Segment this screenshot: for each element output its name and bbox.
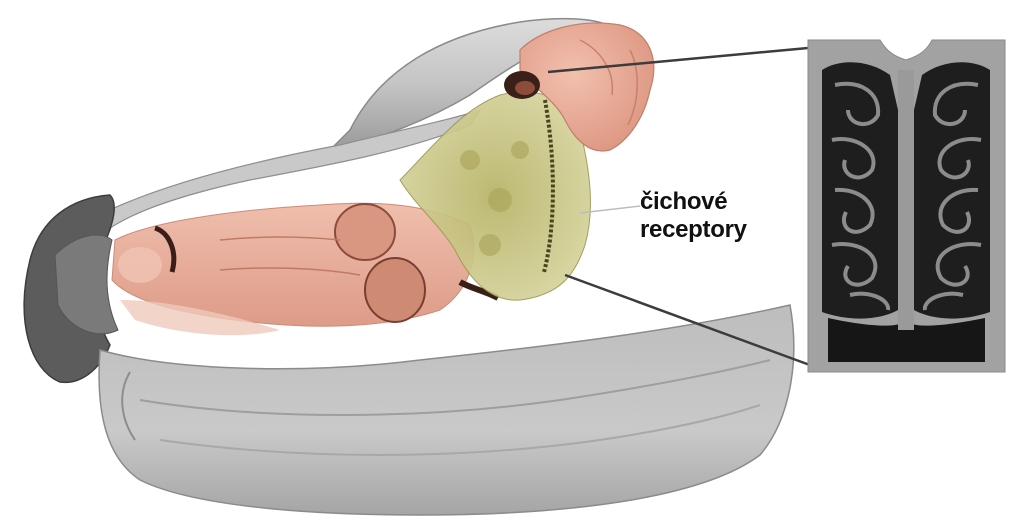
olfactory-receptors-label: čichové receptory [640,188,790,244]
label-line-2: receptory [640,216,790,244]
cross-section-inset [808,40,1005,372]
lower-jaw [99,305,794,515]
label-line-1: čichové [640,188,790,216]
